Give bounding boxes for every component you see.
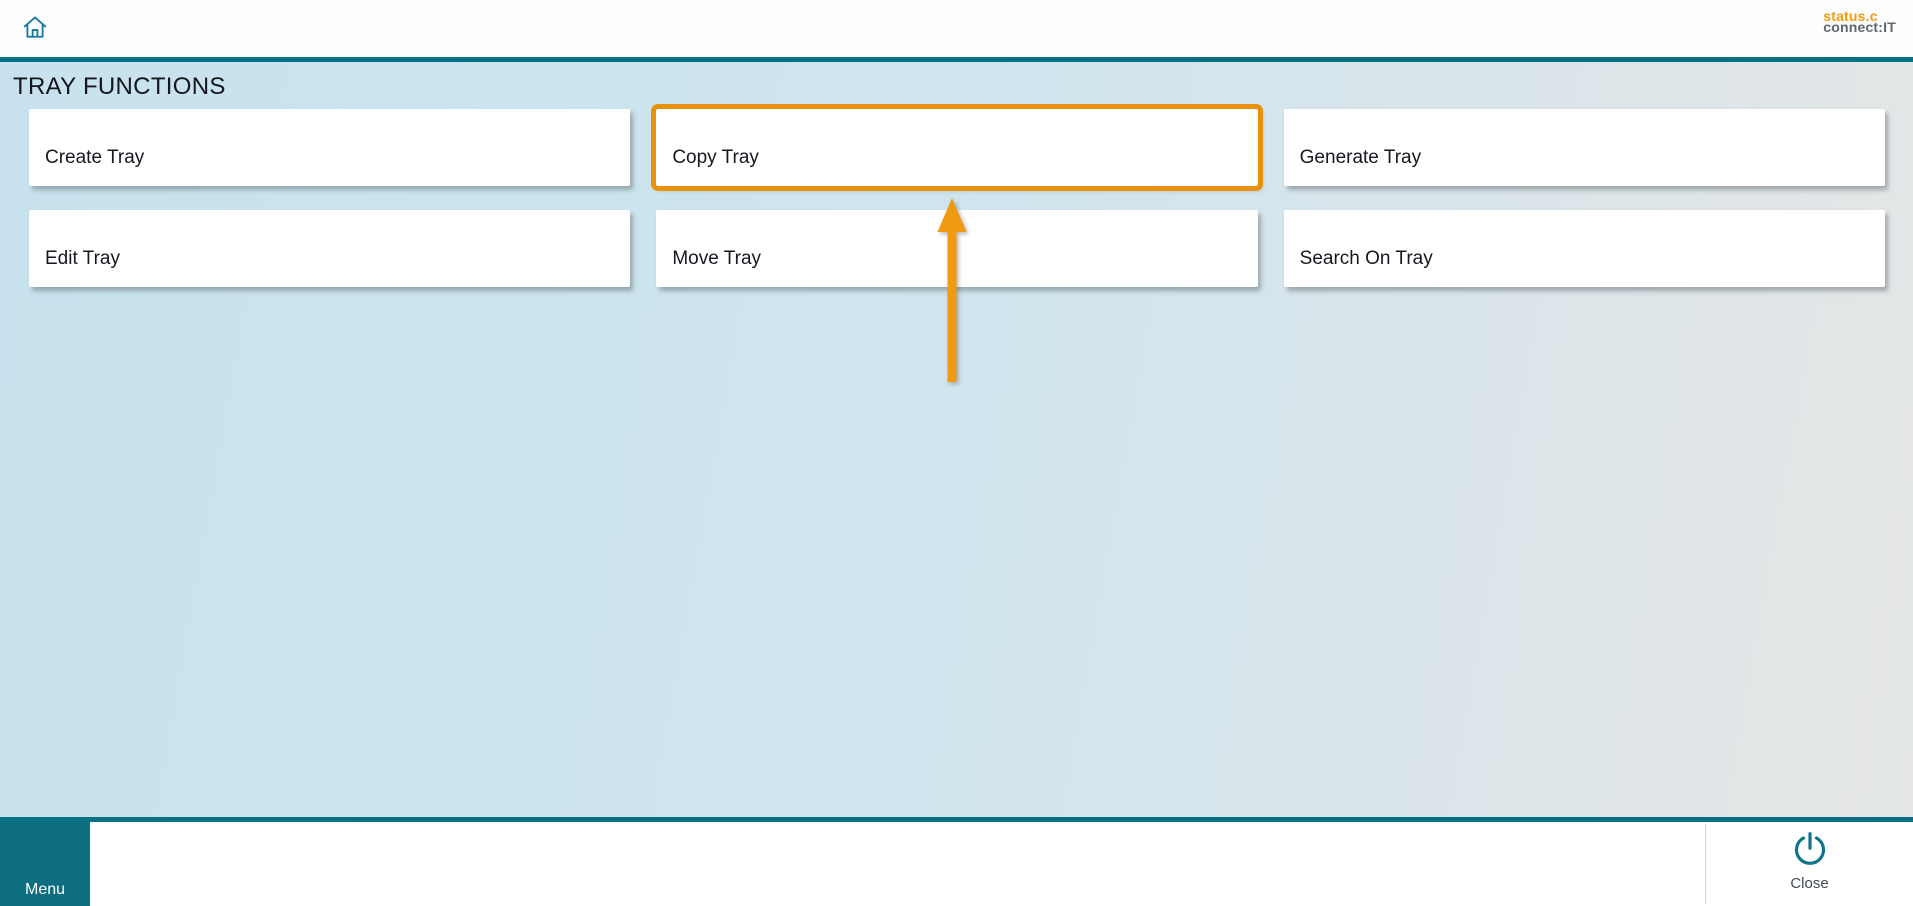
main-content: TRAY FUNCTIONS Create Tray Copy Tray Gen… [0,62,1913,817]
app-logo: status.c connect:IT [1823,8,1896,35]
move-tray-label: Move Tray [672,248,762,269]
move-tray-button[interactable]: Move Tray [656,210,1258,287]
power-icon [1790,829,1830,869]
home-button[interactable] [22,14,48,40]
bottom-bar-divider [1705,824,1706,904]
bottom-bar-spacer [90,822,1705,906]
create-tray-button[interactable]: Create Tray [29,109,631,186]
top-divider-line [0,57,1913,62]
top-bar: status.c connect:IT [0,0,1913,57]
menu-button-label: Menu [24,881,66,898]
bottom-bar: Menu Close [0,822,1913,906]
page-title: TRAY FUNCTIONS [13,73,226,100]
home-icon [22,14,48,40]
create-tray-label: Create Tray [45,147,145,168]
copy-tray-label: Copy Tray [672,147,759,168]
menu-button[interactable]: Menu [0,822,90,906]
edit-tray-button[interactable]: Edit Tray [29,210,631,287]
generate-tray-label: Generate Tray [1299,147,1422,168]
generate-tray-button[interactable]: Generate Tray [1283,109,1885,186]
close-button[interactable]: Close [1706,822,1913,906]
edit-tray-label: Edit Tray [45,248,120,269]
search-on-tray-label: Search On Tray [1299,248,1433,269]
close-button-label: Close [1790,875,1829,892]
tray-function-grid: Create Tray Copy Tray Generate Tray Edit… [29,104,1885,287]
bottom-divider-line [0,817,1913,822]
search-on-tray-button[interactable]: Search On Tray [1283,210,1885,287]
copy-tray-button[interactable]: Copy Tray [651,104,1263,191]
logo-line-2: connect:IT [1823,19,1896,35]
logo-line-1: status.c [1823,8,1878,24]
